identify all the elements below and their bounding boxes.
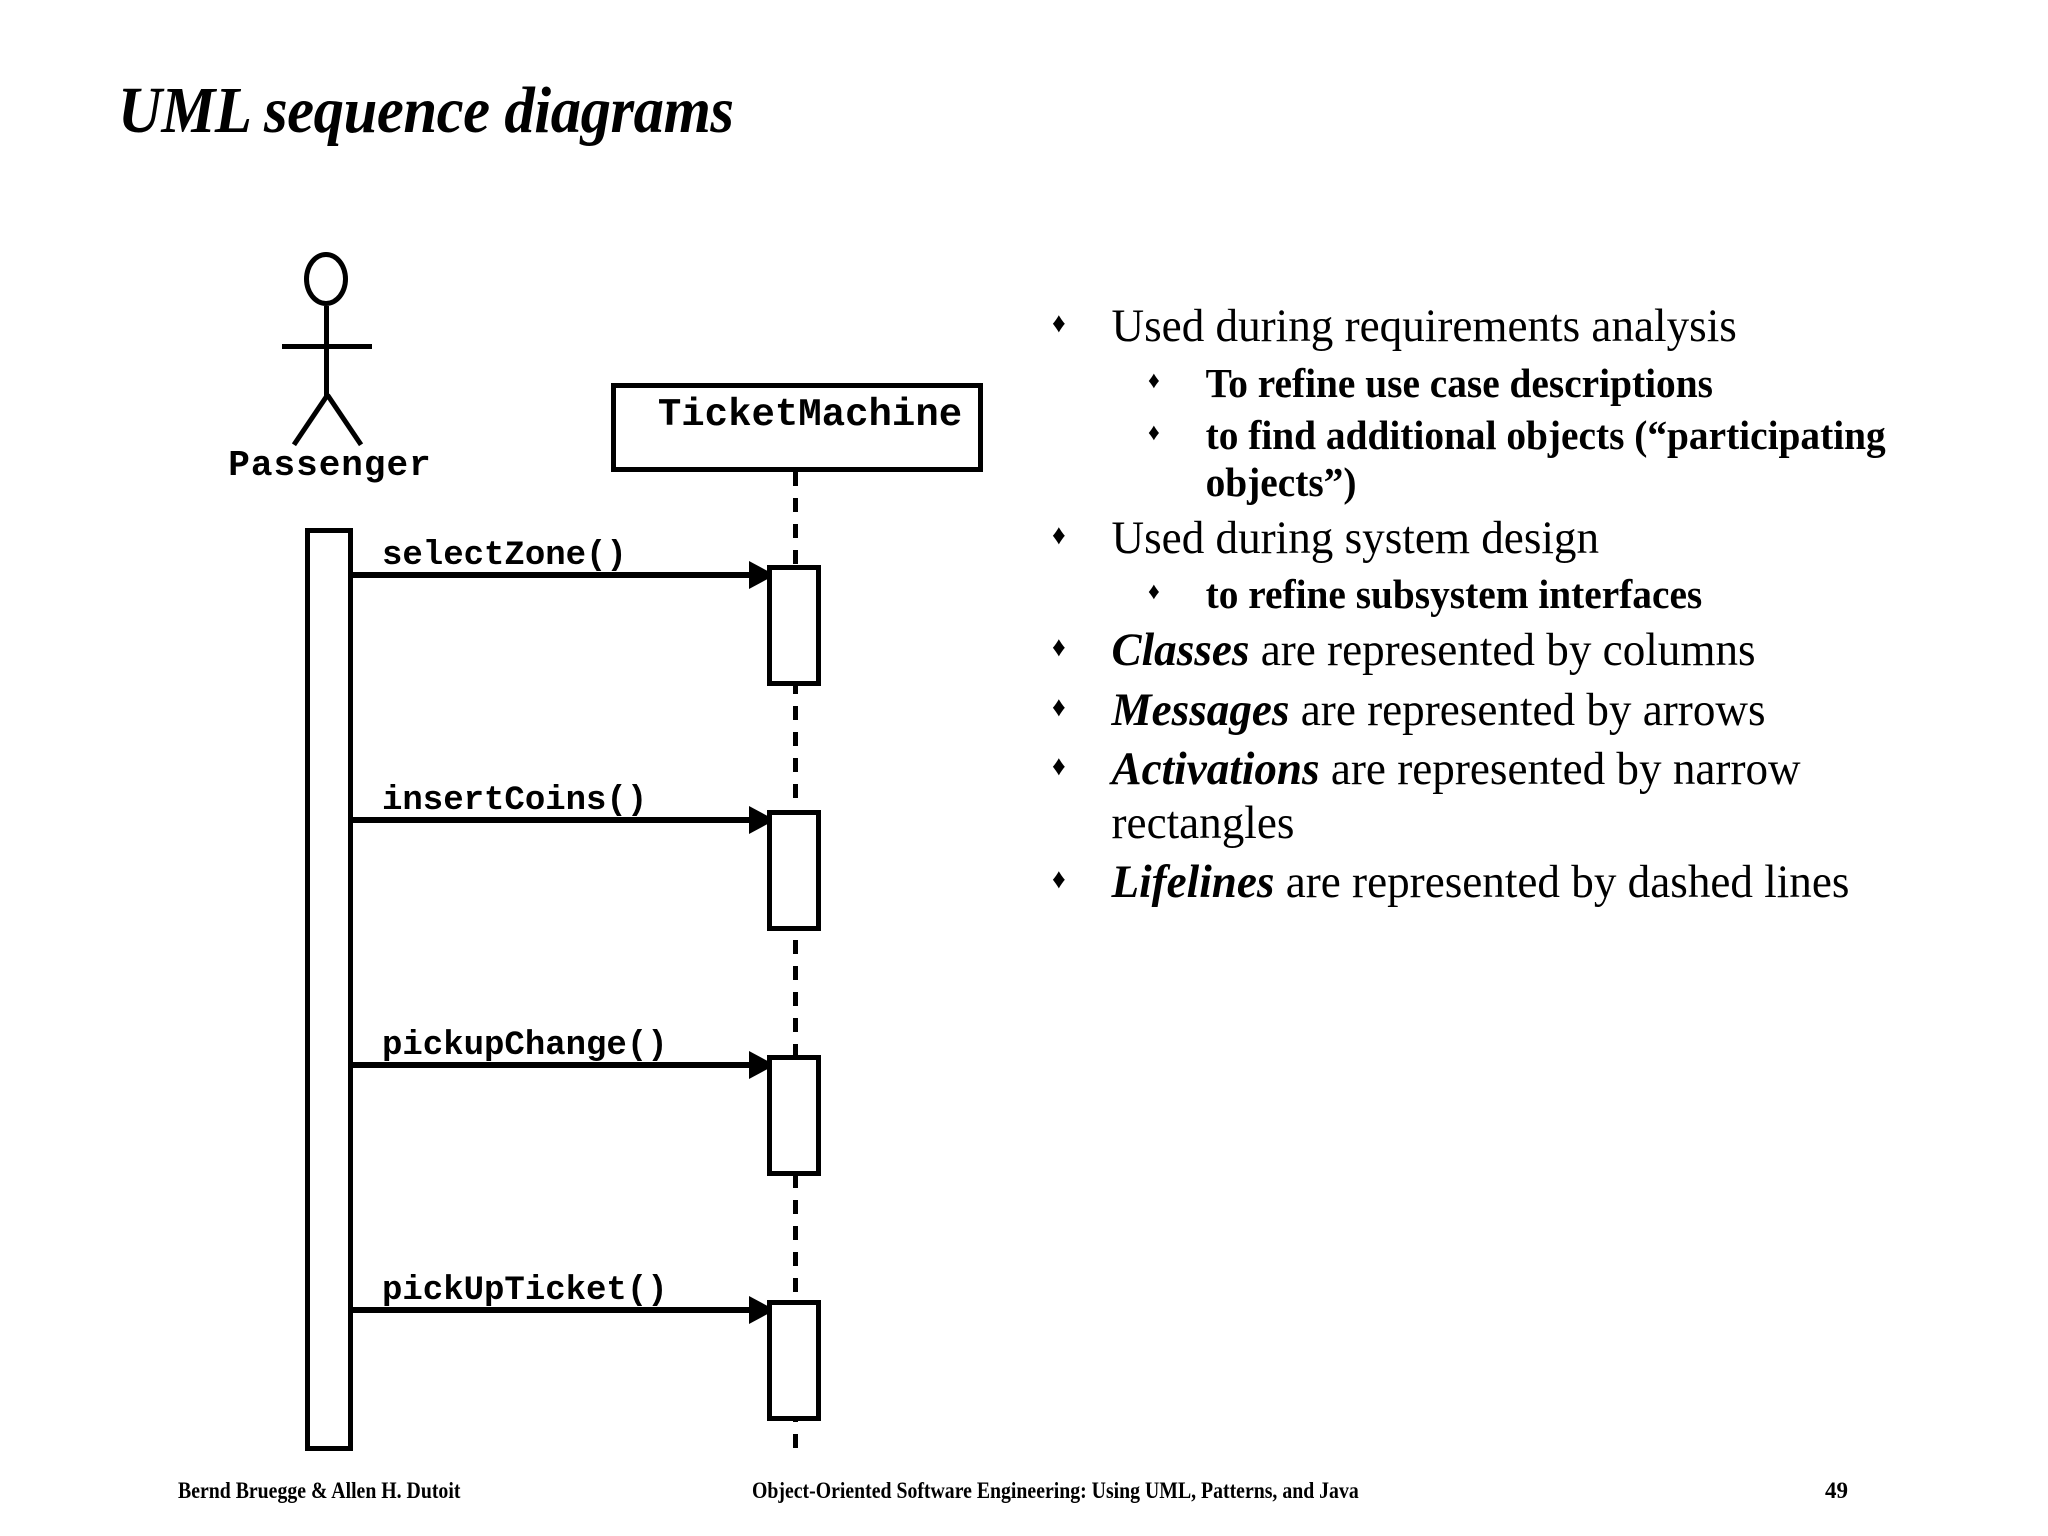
diamond-bullet-icon: ♦ bbox=[1148, 367, 1160, 394]
footer-book-title: Object-Oriented Software Engineering: Us… bbox=[752, 1478, 1359, 1503]
actor-torso-icon bbox=[324, 306, 329, 398]
stick-figure-actor-icon bbox=[268, 252, 388, 447]
bullet-text: Messages are represented by arrows bbox=[1112, 684, 1974, 738]
lifeline-ticketmachine bbox=[793, 472, 798, 1454]
diamond-bullet-icon: ♦ bbox=[1052, 691, 1066, 723]
bullet-text: Classes are represented by columns bbox=[1112, 624, 1974, 678]
actor-label-passenger: Passenger bbox=[228, 445, 432, 486]
bullet-text-segment: are represented by columns bbox=[1249, 624, 1756, 677]
bullet-item-level1: ♦ Used during requirements analysis bbox=[1052, 300, 1974, 354]
bullet-text-segment: are represented by narrow rectangles bbox=[1111, 743, 1801, 849]
bullet-item-level1: ♦ Activations are represented by narrow r… bbox=[1052, 743, 1974, 850]
bullet-text: Used during system design bbox=[1112, 512, 1974, 566]
bullet-item-level2: ♦ to refine subsystem interfaces bbox=[1052, 571, 1974, 618]
bullet-text-segment: to find additional objects (“participati… bbox=[1205, 412, 1886, 506]
footer-authors: Bernd Bruegge & Allen H. Dutoit bbox=[178, 1478, 461, 1503]
bullet-item-level1: ♦ Used during system design bbox=[1052, 512, 1974, 566]
bullet-text-segment: to refine subsystem interfaces bbox=[1205, 571, 1703, 618]
bullet-text: To refine use case descriptions bbox=[1206, 360, 1974, 407]
uml-sequence-diagram: Passenger TicketMachine selectZone() ins… bbox=[0, 0, 1040, 1460]
message-label-3: pickupChange() bbox=[382, 1027, 668, 1065]
message-label-2: insertCoins() bbox=[382, 782, 648, 820]
bullet-text-segment: are represented by arrows bbox=[1289, 683, 1766, 736]
diamond-bullet-icon: ♦ bbox=[1052, 519, 1066, 551]
activation-bar-ticketmachine-3 bbox=[767, 1055, 821, 1176]
activation-bar-ticketmachine-1 bbox=[767, 565, 821, 686]
diamond-bullet-icon: ♦ bbox=[1052, 308, 1066, 339]
object-label-ticketmachine: TicketMachine bbox=[657, 393, 963, 437]
slide-footer: Bernd Bruegge & Allen H. Dutoit Object-O… bbox=[0, 1478, 2048, 1518]
diamond-bullet-icon: ♦ bbox=[1052, 751, 1066, 783]
bullet-text-segment: Used during requirements analysis bbox=[1111, 300, 1737, 352]
bullet-text-segment: Classes bbox=[1111, 624, 1250, 677]
bullet-item-level1: ♦ Lifelines are represented by dashed lin… bbox=[1052, 856, 1974, 910]
diamond-bullet-icon: ♦ bbox=[1148, 579, 1160, 606]
bullet-text-segment: Lifelines bbox=[1111, 856, 1275, 909]
diamond-bullet-icon: ♦ bbox=[1148, 420, 1160, 447]
footer-page-number: 49 bbox=[1825, 1478, 1848, 1503]
bullet-text: Activations are represented by narrow re… bbox=[1112, 743, 1974, 850]
actor-head-icon bbox=[304, 252, 348, 306]
actor-left-leg-icon bbox=[291, 393, 330, 447]
bullet-item-level2: ♦ to find additional objects (“participat… bbox=[1052, 412, 1974, 505]
bullet-text-segment: are represented by dashed lines bbox=[1274, 856, 1850, 909]
bullet-item-level1: ♦ Classes are represented by columns bbox=[1052, 624, 1974, 678]
bullet-text-segment: To refine use case descriptions bbox=[1205, 359, 1713, 406]
diamond-bullet-icon: ♦ bbox=[1052, 632, 1066, 664]
page-title: UML sequence diagrams bbox=[118, 74, 734, 147]
activation-bar-ticketmachine-2 bbox=[767, 810, 821, 931]
bullet-item-level1: ♦ Messages are represented by arrows bbox=[1052, 684, 1974, 738]
bullet-list: ♦ Used during requirements analysis ♦ To re… bbox=[1052, 300, 2012, 916]
bullet-text: Lifelines are represented by dashed line… bbox=[1112, 856, 1974, 910]
bullet-text: Used during requirements analysis bbox=[1112, 300, 1974, 354]
diamond-bullet-icon: ♦ bbox=[1052, 864, 1066, 896]
bullet-item-level2: ♦ To refine use case descriptions bbox=[1052, 360, 1974, 407]
activation-bar-passenger bbox=[305, 528, 353, 1451]
message-label-1: selectZone() bbox=[382, 537, 627, 575]
bullet-text-segment: Messages bbox=[1111, 683, 1290, 736]
actor-arms-icon bbox=[282, 344, 372, 349]
bullet-text: to find additional objects (“participati… bbox=[1206, 412, 1974, 505]
object-box-ticketmachine bbox=[611, 383, 983, 472]
message-label-4: pickUpTicket() bbox=[382, 1272, 668, 1310]
bullet-text-segment: Activations bbox=[1111, 743, 1320, 796]
bullet-text-segment: Used during system design bbox=[1111, 511, 1600, 564]
actor-right-leg-icon bbox=[325, 393, 364, 447]
bullet-text: to refine subsystem interfaces bbox=[1206, 571, 1974, 618]
activation-bar-ticketmachine-4 bbox=[767, 1300, 821, 1421]
